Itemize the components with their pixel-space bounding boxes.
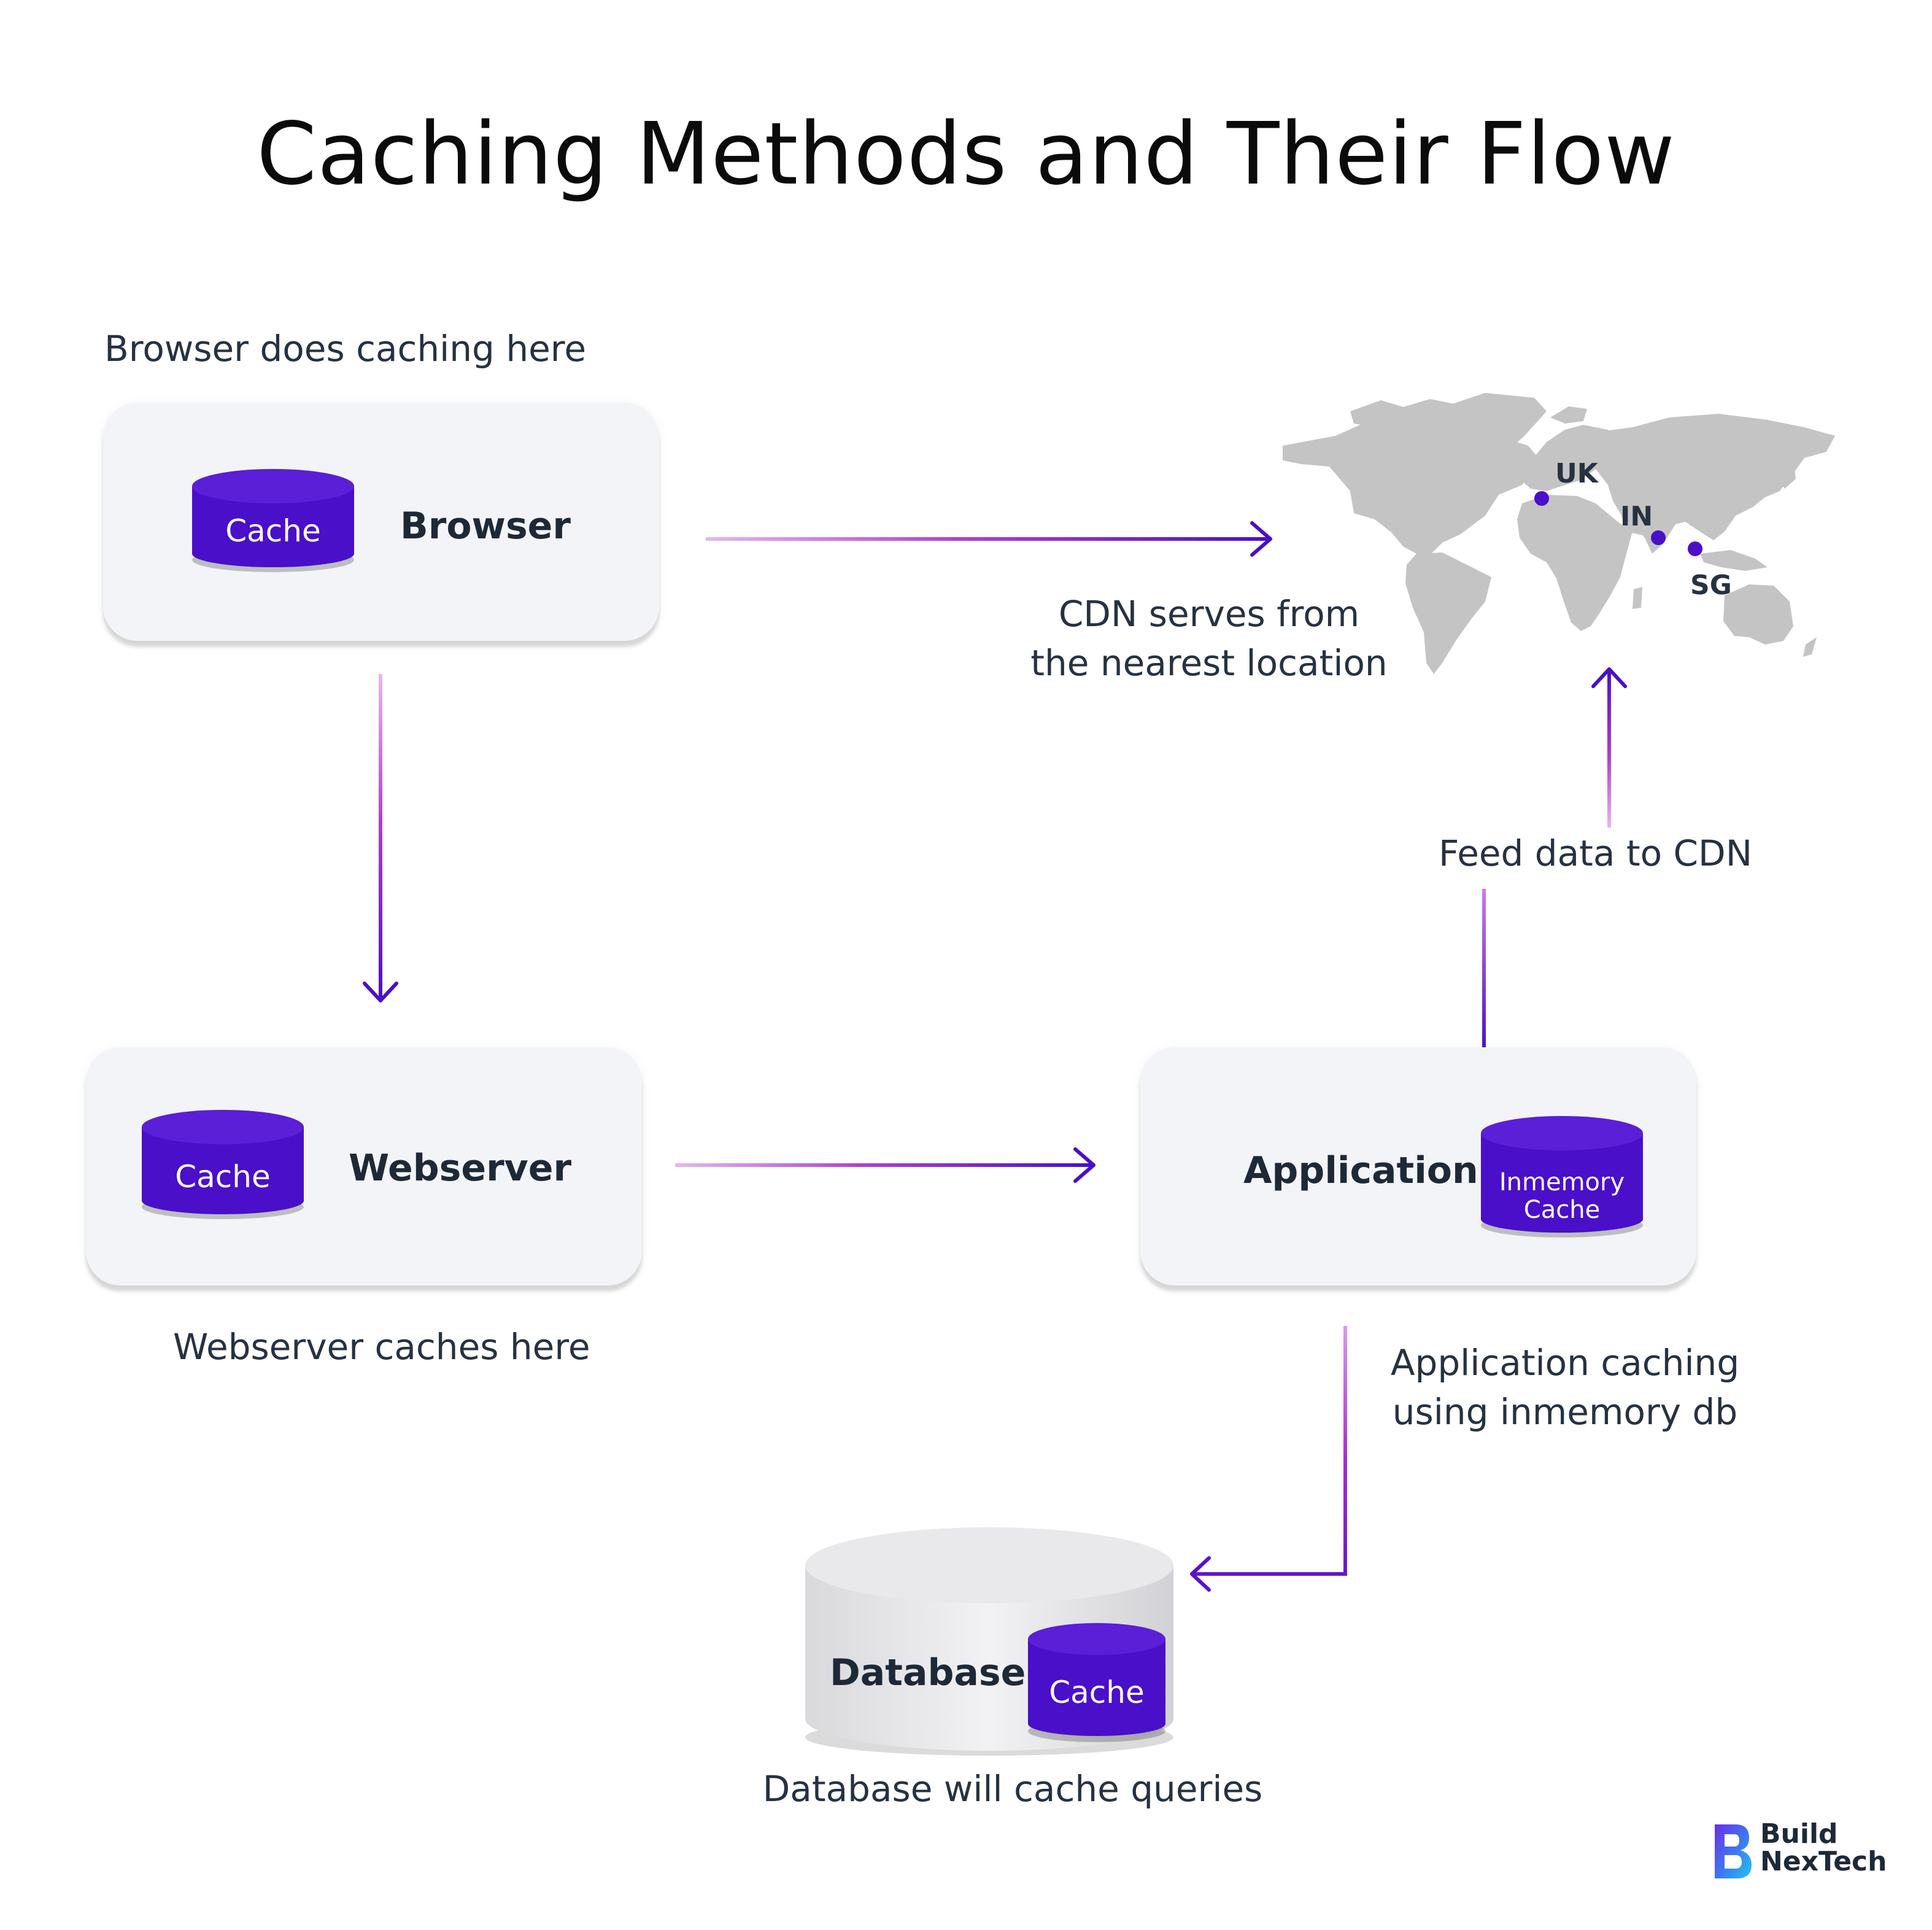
application-cache-cylinder: Inmemory Cache [1479,1115,1645,1238]
application-caption-line1: Application caching [1390,1342,1740,1384]
location-label-sg: SG [1690,570,1732,601]
brand-name: Build NexTech [1760,1818,1887,1877]
arrow-webserver-to-application [675,1147,1095,1183]
cache-cylinder-icon [1028,1623,1165,1742]
brand-line2: NexTech [1760,1845,1887,1877]
buildnextech-logo-icon [1715,1824,1752,1878]
feed-caption: Feed data to CDN [1439,832,1753,874]
application-cache-label-line2: Cache [1523,1195,1601,1224]
browser-cache-label: Cache [225,513,321,549]
page-title: Caching Methods and Their Flow [257,104,1675,204]
webserver-label: Webserver [349,1147,572,1190]
webserver-cache-cylinder: Cache [140,1109,306,1219]
webserver-node: Cache Webserver [86,1047,642,1285]
in-marker [1651,530,1666,545]
application-node: Application Inmemory Cache [1140,1047,1696,1285]
arrow-feed-to-cdn [1482,667,1627,1053]
location-label-uk: UK [1555,458,1598,489]
arrow-application-to-database [1190,1326,1347,1592]
cache-cylinder-icon [142,1110,304,1219]
webserver-cache-label: Cache [175,1159,271,1195]
database-node: Database Cache [799,1522,1180,1762]
cdn-location-markers [1534,491,1702,556]
cache-cylinder-icon [1481,1116,1643,1238]
world-map [1283,393,1835,674]
browser-caption: Browser does caching here [104,328,587,370]
cdn-caption: CDN serves from the nearest location [982,589,1436,688]
arrow-browser-to-cdn [706,521,1272,557]
brand-line1: Build [1760,1818,1838,1850]
cdn-caption-line2: the nearest location [1030,642,1388,684]
webserver-caption: Webserver caches here [173,1326,590,1368]
database-caption: Database will cache queries [762,1768,1263,1810]
world-map-icon [1283,393,1835,674]
database-label: Database [830,1651,1026,1694]
location-label-in: IN [1620,501,1653,532]
database-cache-cylinder: Cache [1026,1621,1167,1743]
application-label: Application [1243,1149,1478,1192]
uk-marker [1534,491,1549,506]
sg-marker [1688,541,1702,556]
application-cache-label: Inmemory Cache [1479,1169,1645,1224]
brand-logo: Build NexTech [1711,1818,1895,1886]
browser-label: Browser [400,505,571,548]
browser-cache-cylinder: Cache [190,468,356,572]
application-caption: Application caching using inmemory db [1350,1338,1780,1436]
arrow-browser-to-webserver [363,674,398,1002]
application-caption-line2: using inmemory db [1392,1391,1738,1433]
cache-cylinder-icon [192,469,354,572]
database-cache-label: Cache [1049,1675,1145,1710]
cdn-caption-line1: CDN serves from [1058,593,1360,635]
application-cache-label-line1: Inmemory [1499,1168,1625,1196]
browser-node: Cache Browser [103,403,659,641]
